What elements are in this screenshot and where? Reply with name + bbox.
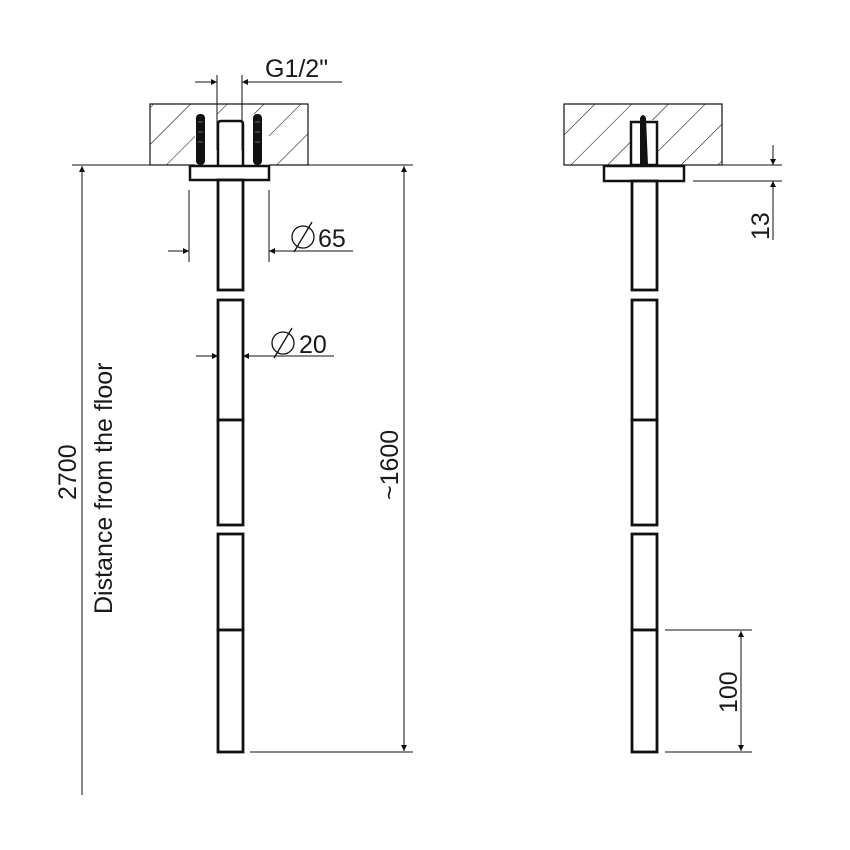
diameter-symbol-icon	[291, 221, 315, 253]
threaded-connector	[216, 119, 245, 165]
flange-diameter-label: 65	[318, 225, 346, 253]
thread-size-label: G1/2"	[265, 55, 328, 83]
pipe-side	[630, 179, 659, 754]
flange-thickness-label: 13	[747, 212, 775, 240]
wall-anchor-right	[253, 114, 262, 165]
wall-anchor-left	[196, 114, 205, 165]
pipe-front	[216, 178, 245, 754]
arm-length-label: ~1600	[376, 430, 404, 500]
front-view: G1/2" 65 20 2700	[54, 55, 413, 795]
pipe-diameter-label: 20	[299, 331, 327, 359]
total-height-label: 2700	[54, 444, 82, 500]
flange	[188, 164, 271, 182]
end-segment-label: 100	[715, 671, 743, 713]
diameter-symbol-icon	[271, 327, 295, 359]
wall-anchor	[640, 115, 648, 165]
flange	[602, 164, 686, 183]
side-view: 13 100	[563, 103, 782, 754]
total-height-caption: Distance from the floor	[90, 363, 118, 615]
